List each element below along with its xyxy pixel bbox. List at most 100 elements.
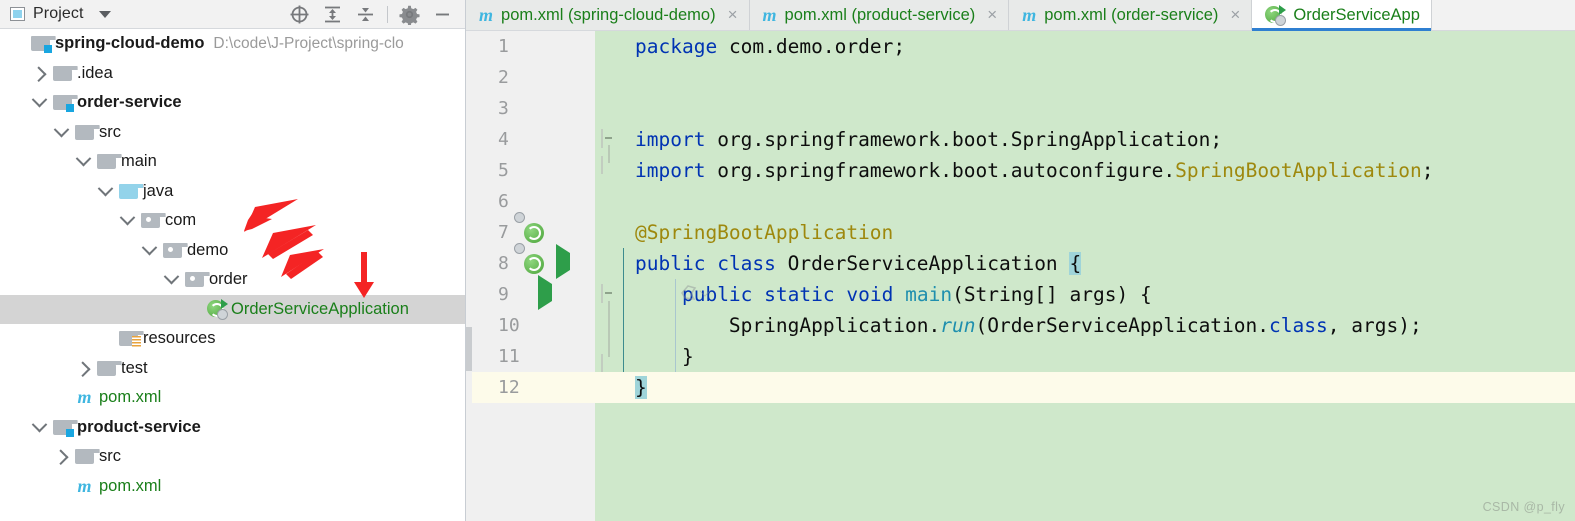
line-number: 3 — [498, 98, 509, 119]
line-number: 4 — [498, 129, 509, 150]
tree-item-label: .idea — [77, 63, 113, 82]
tree-item-label: order — [209, 270, 248, 289]
code-line: @SpringBootApplication — [635, 221, 894, 244]
tree-item-label: src — [99, 447, 121, 466]
maven-file-icon: m — [77, 475, 92, 496]
chevron-down-icon[interactable] — [160, 269, 182, 285]
chevron-down-icon[interactable] — [28, 92, 50, 108]
tree-row-src[interactable]: src — [0, 118, 465, 148]
line-number: 10 — [498, 315, 520, 336]
expand-all-icon[interactable] — [316, 1, 349, 28]
project-tool-window: Project — [0, 0, 466, 521]
folder-icon — [72, 449, 100, 465]
tree-row-orderserviceapplication[interactable]: OrderServiceApplication — [0, 294, 465, 324]
run-application-gutter-icon[interactable] — [556, 244, 570, 279]
code-text[interactable]: package com.demo.order;import org.spring… — [623, 31, 1575, 521]
tree-row-order[interactable]: order — [0, 265, 465, 295]
tree-item-label: test — [121, 358, 148, 377]
line-number: 2 — [498, 67, 509, 88]
spring-bean-inlay-hint[interactable] — [679, 283, 711, 302]
maven-file-icon: m — [762, 4, 777, 25]
tree-item-label: src — [99, 122, 121, 141]
code-line: SpringApplication.run(OrderServiceApplic… — [728, 314, 1422, 337]
chevron-down-icon[interactable] — [50, 121, 72, 138]
settings-gear-icon[interactable] — [393, 1, 426, 28]
scrollbar-thumb[interactable] — [466, 327, 472, 371]
tree-item-label: pom.xml — [99, 388, 162, 407]
tree-item-label: com — [165, 211, 197, 230]
fold-import-region-end-icon[interactable] — [601, 156, 603, 175]
project-path-label: D:\code\J-Project\spring-clo — [213, 34, 404, 52]
maven-file-icon: m — [77, 387, 92, 408]
editor-left-scrollbar[interactable] — [466, 31, 472, 521]
editor-tab-pom-order-service[interactable]: m pom.xml (order-service) × — [1009, 0, 1253, 30]
editor-tab-label: pom.xml (order-service) — [1044, 5, 1219, 24]
close-icon[interactable]: × — [987, 5, 998, 24]
fold-region-bar-2 — [608, 301, 610, 357]
chevron-down-icon[interactable] — [98, 10, 111, 18]
chevron-down-icon[interactable] — [138, 239, 160, 256]
chevron-right-icon[interactable] — [72, 361, 94, 377]
chevron-down-icon[interactable] — [116, 210, 138, 226]
tree-row-order-service[interactable]: order-service — [0, 88, 465, 118]
maven-file-icon: m — [1022, 4, 1037, 25]
spring-boot-class-icon — [1265, 5, 1287, 26]
code-line: package com.demo.order; — [635, 35, 906, 58]
tree-row-resources[interactable]: resources — [0, 324, 465, 354]
close-icon[interactable]: × — [727, 5, 738, 24]
run-main-method-gutter-icon[interactable] — [538, 275, 552, 310]
package-folder-icon — [160, 242, 188, 258]
editor-tab-orderserviceapplication[interactable]: OrderServiceApp — [1252, 0, 1432, 31]
code-line — [623, 186, 1575, 217]
resources-folder-icon — [116, 331, 144, 348]
fold-import-region-icon[interactable] — [601, 129, 603, 148]
tree-row-java[interactable]: java — [0, 177, 465, 207]
code-folding-strip[interactable] — [595, 31, 623, 521]
tree-row-src-product[interactable]: src — [0, 442, 465, 472]
tree-item-label: OrderServiceApplication — [231, 299, 409, 318]
chevron-right-icon[interactable] — [50, 449, 72, 466]
source-folder-icon — [116, 183, 144, 199]
tree-row-demo[interactable]: demo — [0, 236, 465, 266]
collapse-all-icon[interactable] — [349, 1, 382, 28]
tree-item-label: demo — [187, 240, 229, 259]
project-panel-title-button[interactable]: Project — [10, 5, 111, 23]
package-folder-icon — [182, 272, 210, 288]
tree-row-idea[interactable]: .idea — [0, 59, 465, 89]
tree-item-label: resources — [143, 329, 216, 348]
chevron-down-icon[interactable] — [94, 180, 116, 197]
toolbar-separator — [387, 5, 388, 23]
chevron-right-icon[interactable] — [28, 66, 50, 82]
class-structure-line — [623, 248, 624, 372]
tree-item-label: main — [121, 152, 157, 171]
line-number: 1 — [498, 36, 509, 57]
line-number: 7 — [498, 222, 509, 243]
hide-panel-icon[interactable] — [426, 1, 459, 28]
watermark: CSDN @p_fly — [1482, 500, 1565, 514]
fold-method-icon[interactable] — [601, 284, 603, 303]
close-icon[interactable]: × — [1230, 5, 1241, 24]
locate-file-icon[interactable] — [283, 1, 316, 28]
tree-row-main[interactable]: main — [0, 147, 465, 177]
project-panel-toolbar: Project — [0, 0, 465, 29]
chevron-down-icon[interactable] — [72, 151, 94, 167]
fold-method-end-icon[interactable] — [601, 354, 603, 373]
tree-row-com[interactable]: com — [0, 206, 465, 236]
tree-row-test[interactable]: test — [0, 354, 465, 384]
tree-row-pom-order-service[interactable]: m pom.xml — [0, 383, 465, 413]
caret-line-fold-highlight — [595, 372, 623, 403]
tree-item-label: order-service — [77, 93, 182, 112]
chevron-down-icon[interactable] — [28, 416, 50, 433]
folder-icon — [50, 65, 78, 81]
tree-row-product-service[interactable]: product-service — [0, 413, 465, 443]
line-number: 5 — [498, 160, 509, 181]
code-line: public class OrderServiceApplication { — [635, 252, 1082, 275]
